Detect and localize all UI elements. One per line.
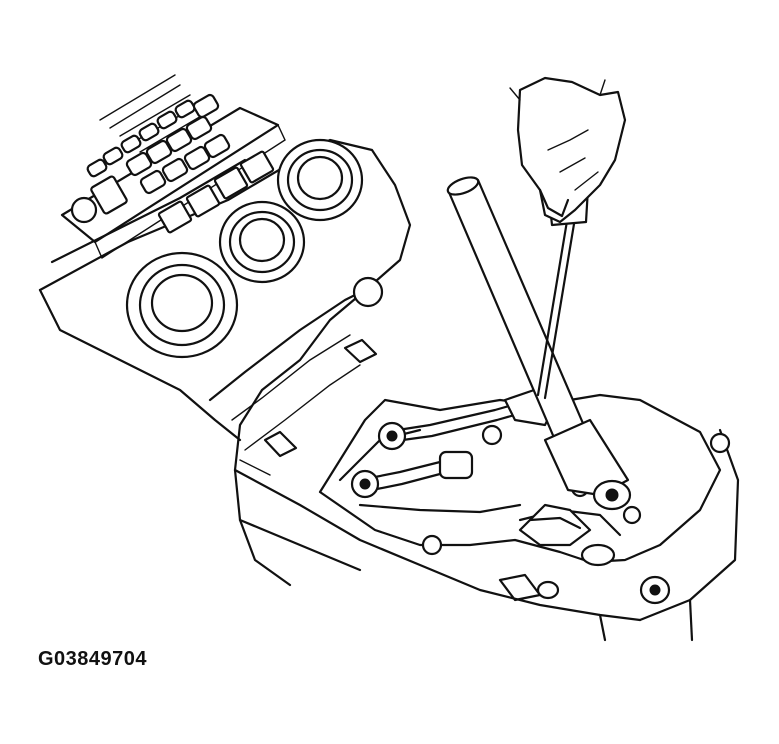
hand [509,76,627,224]
center-console [38,138,740,642]
shifter-base-bracket [318,393,731,605]
climate-buttons [70,93,231,224]
console-brackets [239,338,378,476]
climate-control-panel [60,74,286,260]
vent-middle [218,200,306,284]
small-knob [352,276,384,308]
figure-code: G03849704 [38,648,148,670]
function-keys [157,150,275,234]
vent-right [276,138,364,222]
vent-large [125,251,239,359]
shift-lever [446,176,632,511]
round-vents [125,138,384,359]
